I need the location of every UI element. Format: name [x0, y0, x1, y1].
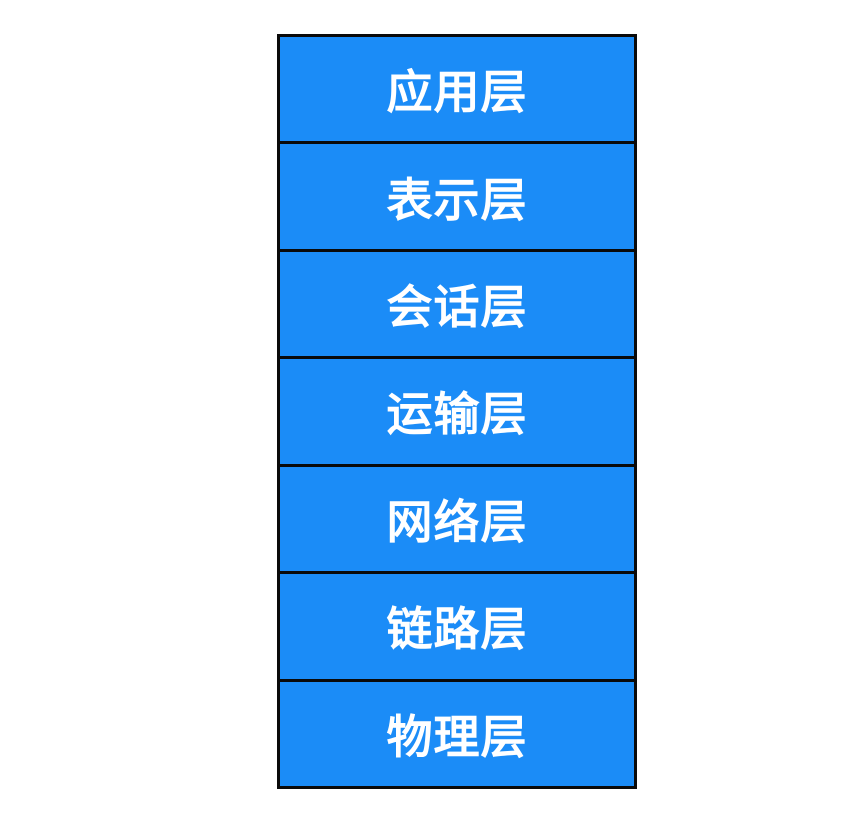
layer-presentation: 表示层 — [280, 144, 634, 252]
layer-label: 链路层 — [386, 602, 528, 657]
layer-session: 会话层 — [280, 251, 634, 360]
osi-layer-stack: 应用层 表示层 会话层 运输层 网络层 链路层 物理层 — [277, 34, 637, 789]
layer-network: 网络层 — [280, 466, 634, 575]
layer-data-link: 链路层 — [280, 574, 634, 682]
layer-label: 应用层 — [386, 65, 528, 120]
layer-label: 会话层 — [386, 280, 528, 335]
layer-transport: 运输层 — [280, 359, 634, 467]
layer-physical: 物理层 — [280, 681, 634, 786]
layer-application: 应用层 — [280, 37, 634, 145]
layer-label: 运输层 — [386, 387, 528, 442]
layer-label: 网络层 — [386, 494, 528, 549]
layer-label: 表示层 — [386, 172, 528, 227]
layer-label: 物理层 — [386, 709, 528, 764]
